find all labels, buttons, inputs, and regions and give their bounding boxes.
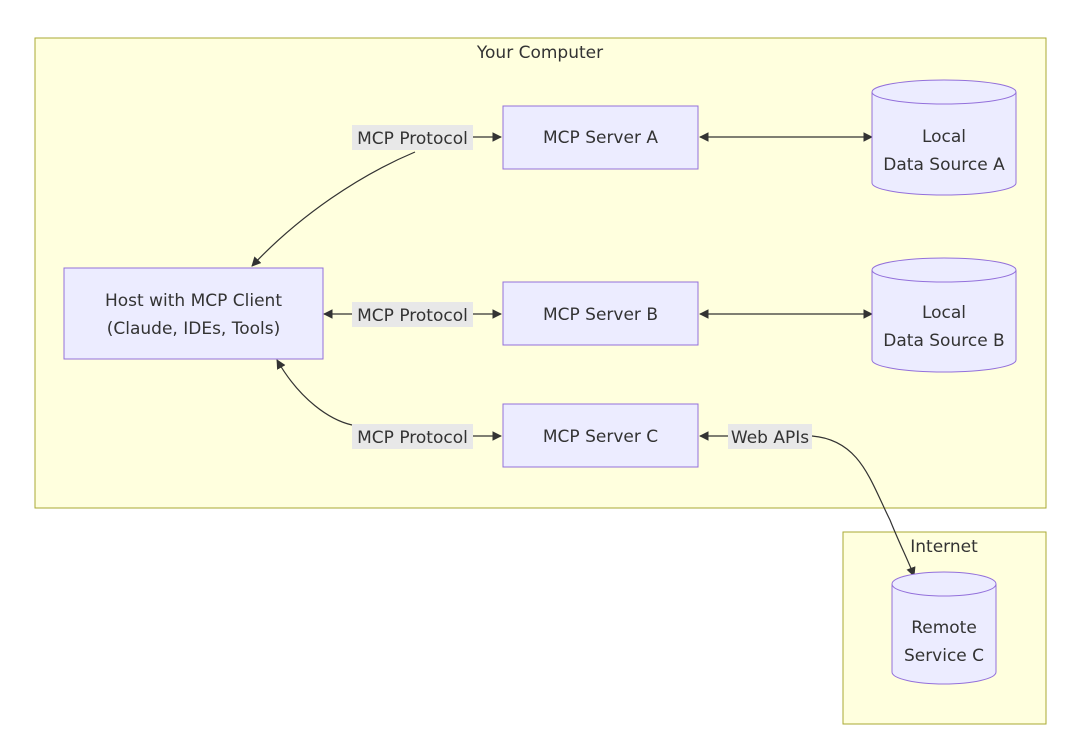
svg-text:MCP Server B: MCP Server B bbox=[543, 305, 658, 325]
host-label-line2: (Claude, IDEs, Tools) bbox=[107, 319, 281, 339]
edge-label-host-b: MCP Protocol bbox=[352, 302, 473, 327]
svg-text:Data Source A: Data Source A bbox=[883, 155, 1005, 175]
node-local-data-source-b: Local Data Source B bbox=[871, 257, 1017, 373]
svg-text:Data Source B: Data Source B bbox=[883, 331, 1004, 351]
svg-text:MCP Server A: MCP Server A bbox=[543, 128, 658, 148]
svg-text:MCP Protocol: MCP Protocol bbox=[357, 129, 468, 149]
svg-text:Service C: Service C bbox=[904, 646, 984, 666]
svg-text:Web APIs: Web APIs bbox=[731, 428, 809, 448]
host-label-line1: Host with MCP Client bbox=[105, 291, 282, 311]
group-internet-title: Internet bbox=[910, 537, 978, 557]
svg-text:Remote: Remote bbox=[911, 618, 977, 638]
node-local-data-source-a: Local Data Source A bbox=[871, 79, 1017, 196]
svg-text:MCP Protocol: MCP Protocol bbox=[357, 428, 468, 448]
edge-label-host-c: MCP Protocol bbox=[352, 424, 473, 449]
svg-text:MCP Protocol: MCP Protocol bbox=[357, 306, 468, 326]
edge-label-host-a: MCP Protocol bbox=[352, 125, 473, 150]
edge-label-web-apis: Web APIs bbox=[728, 424, 812, 449]
edge-host-to-server-a-curve bbox=[251, 151, 416, 267]
node-remote-service-c: Remote Service C bbox=[891, 571, 997, 685]
edge-host-to-server-c-curve bbox=[276, 359, 353, 426]
svg-text:MCP Server C: MCP Server C bbox=[543, 427, 658, 447]
group-your-computer-title: Your Computer bbox=[476, 43, 603, 63]
group-internet: Internet bbox=[842, 531, 1047, 725]
svg-text:Local: Local bbox=[922, 127, 966, 147]
node-mcp-server-c: MCP Server C bbox=[502, 403, 699, 468]
node-mcp-server-b: MCP Server B bbox=[502, 281, 699, 346]
node-host-with-mcp-client: Host with MCP Client (Claude, IDEs, Tool… bbox=[63, 267, 324, 360]
edge-web-apis-to-remote bbox=[811, 435, 916, 577]
edges bbox=[251, 132, 916, 577]
node-mcp-server-a: MCP Server A bbox=[502, 105, 699, 170]
svg-text:Local: Local bbox=[922, 303, 966, 323]
